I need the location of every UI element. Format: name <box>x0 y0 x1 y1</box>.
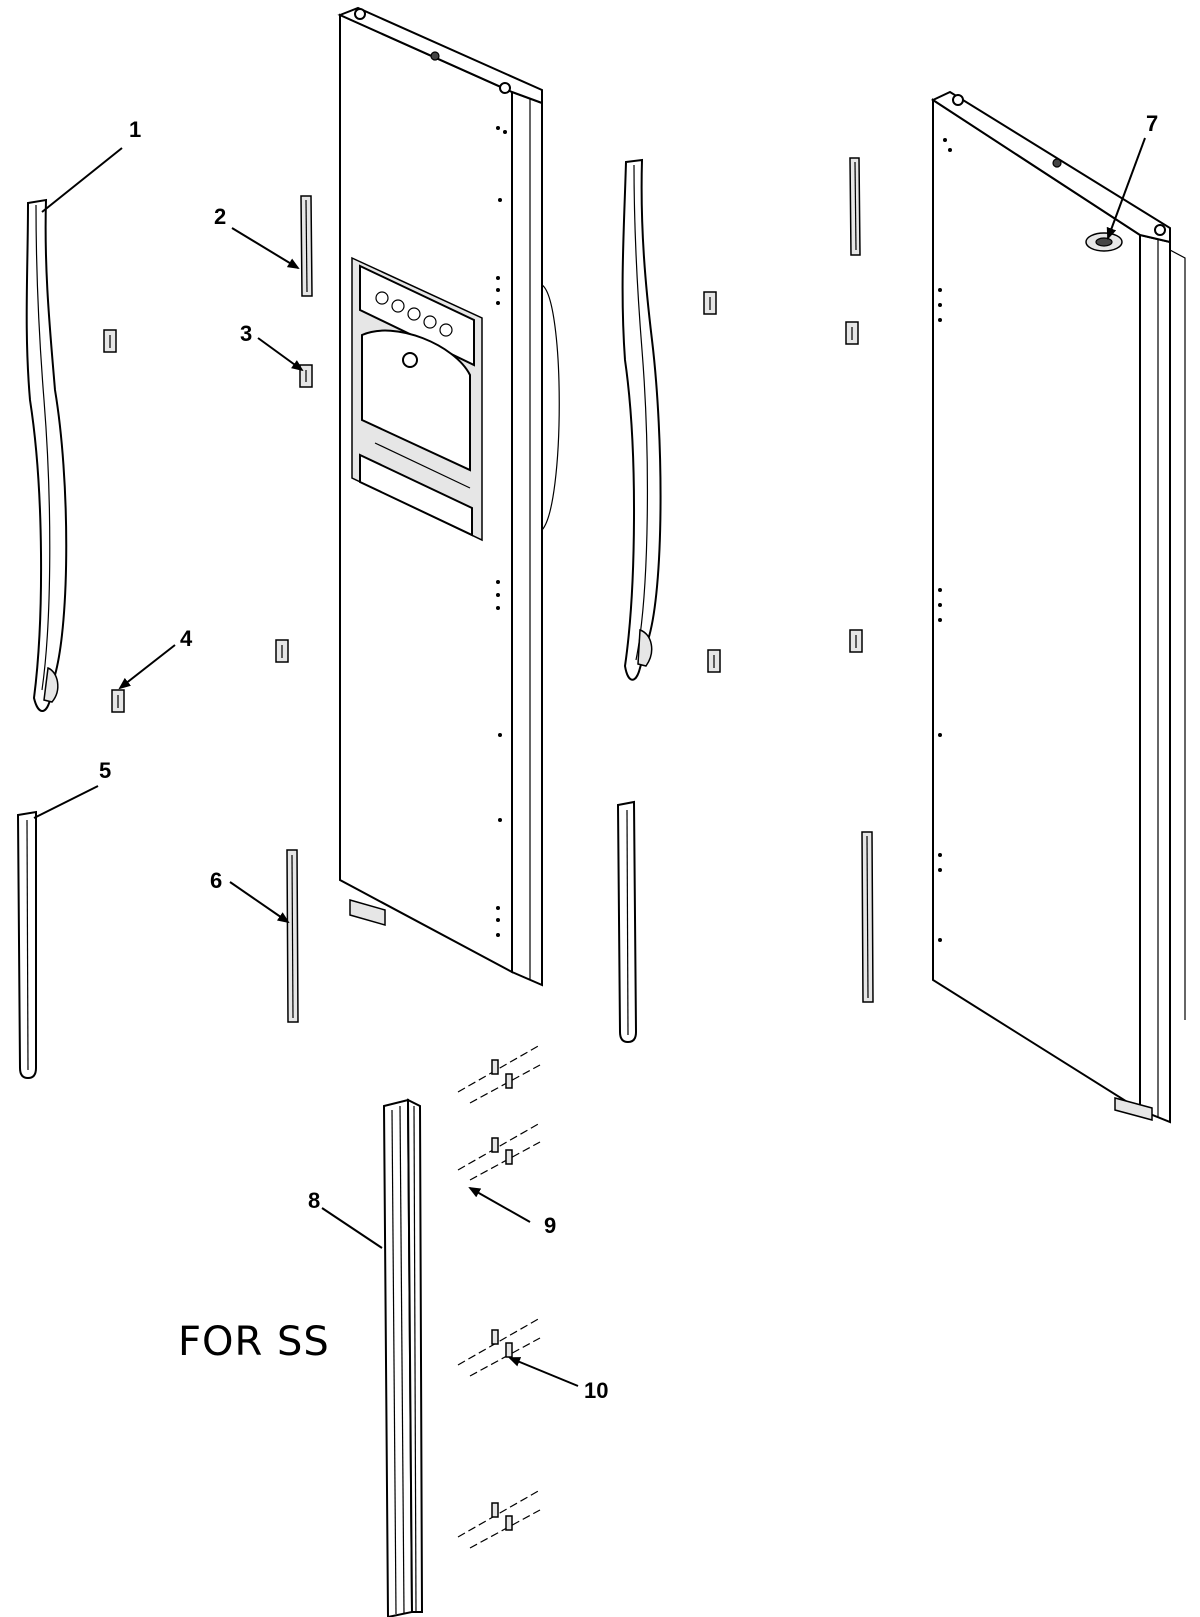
screw-set <box>457 1044 541 1104</box>
callout-1: 1 <box>129 117 141 142</box>
mount-clip <box>111 689 125 713</box>
mount-clip <box>275 639 289 663</box>
mount-clip <box>849 629 863 653</box>
lower-trim-left <box>16 810 37 1080</box>
mount-clip <box>707 649 721 673</box>
freezer-door <box>337 6 560 987</box>
long-strip-left <box>286 849 299 1023</box>
callout-6: 6 <box>210 868 222 893</box>
screw-set <box>457 1317 541 1377</box>
leader-lines <box>33 137 1146 1387</box>
trim-strip-upper-left <box>300 195 313 297</box>
mount-clip <box>703 291 717 315</box>
for-ss-note: FOR SS <box>178 1319 330 1365</box>
callout-4: 4 <box>180 626 193 651</box>
callout-5: 5 <box>99 758 111 783</box>
callout-7: 7 <box>1146 111 1158 136</box>
freezer-handle <box>25 198 68 712</box>
long-strip-right <box>861 831 874 1003</box>
callout-9: 9 <box>544 1213 556 1238</box>
callout-2: 2 <box>214 204 226 229</box>
fresh-food-door <box>930 90 1186 1124</box>
fresh-food-handle <box>621 158 662 681</box>
mount-clip <box>299 364 313 388</box>
mount-clip <box>103 329 117 353</box>
trim-strip-upper-right <box>849 157 861 256</box>
screw-set <box>457 1489 541 1549</box>
center-trim-ss <box>382 1098 424 1617</box>
lower-trim-right <box>616 800 638 1044</box>
screw-set <box>457 1122 541 1181</box>
dispenser-assembly <box>351 256 483 542</box>
mount-clip <box>845 321 859 345</box>
callout-8: 8 <box>308 1188 320 1213</box>
callout-10: 10 <box>584 1378 608 1403</box>
callout-3: 3 <box>240 321 252 346</box>
